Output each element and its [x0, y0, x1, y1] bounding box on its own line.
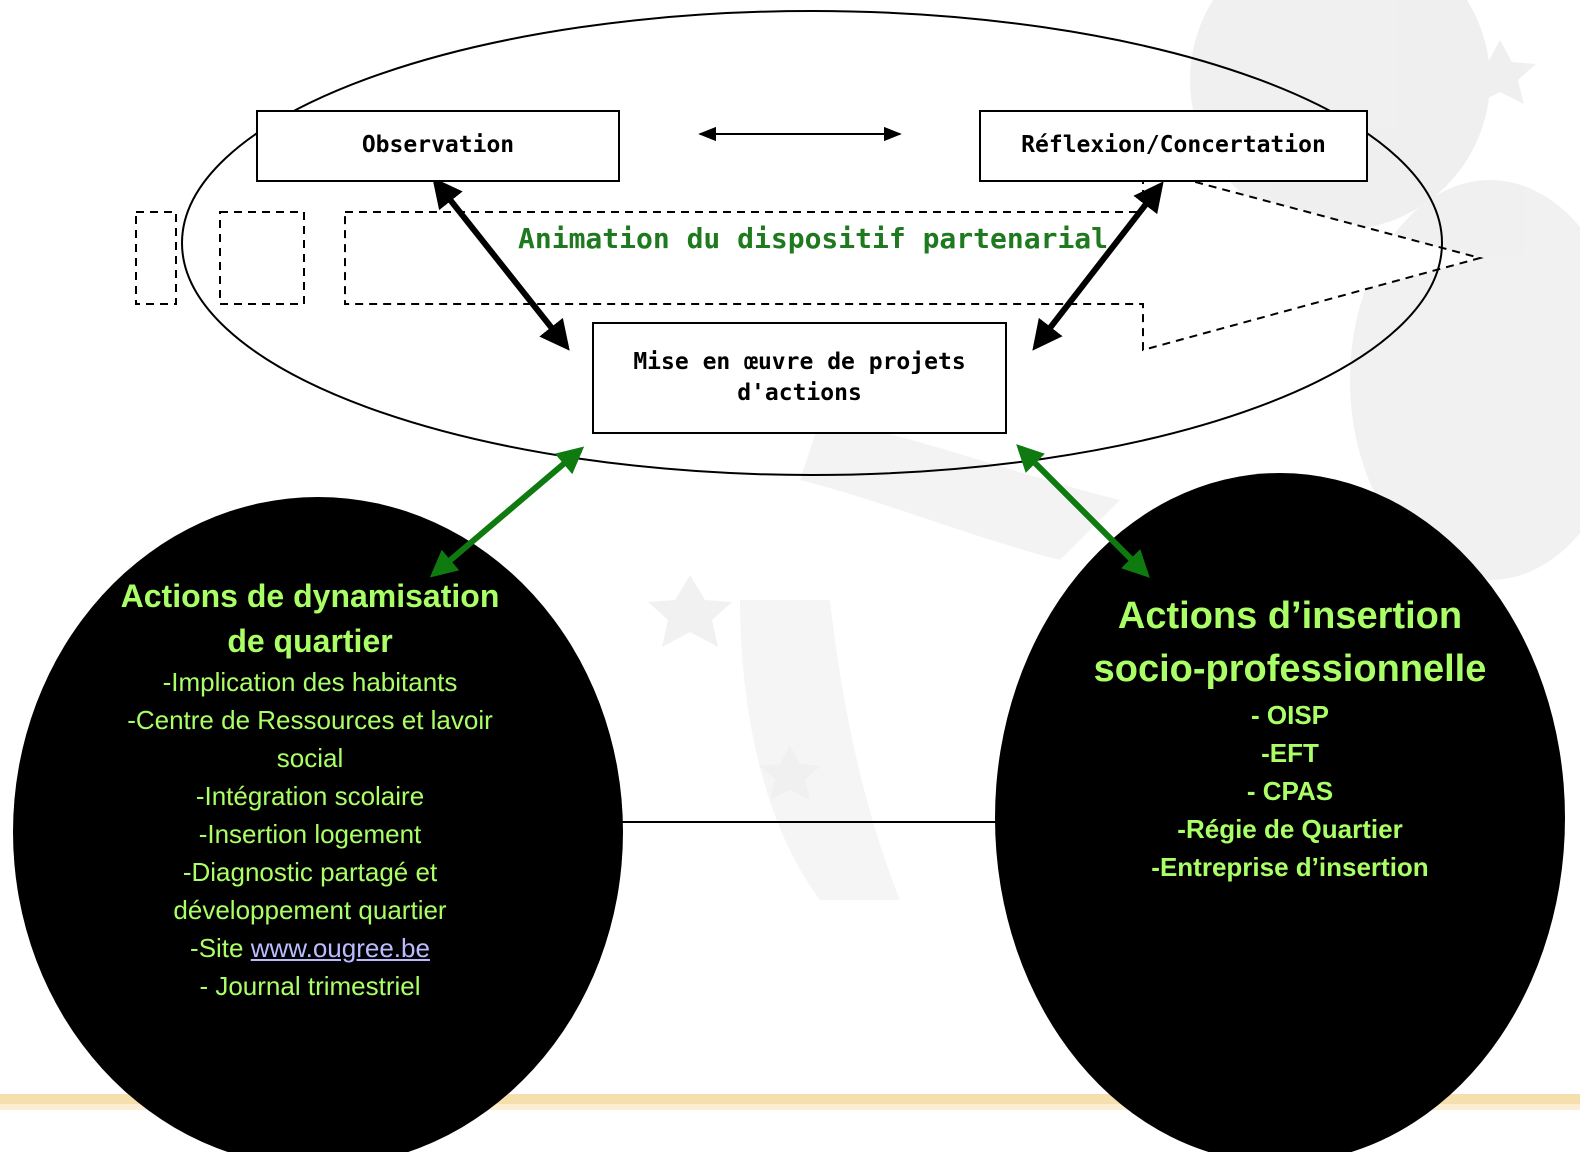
animation-title: Animation du dispositif partenarial	[518, 222, 1109, 255]
mise-en-oeuvre-box: Mise en œuvre de projets d'actions	[592, 322, 1007, 434]
site-prefix: -Site	[190, 933, 251, 963]
arrow-observation-mise	[432, 177, 570, 351]
left-circle-text: Actions de dynamisation de quartier -Imp…	[110, 574, 510, 1005]
observation-label: Observation	[361, 132, 515, 159]
left-black-circle	[13, 497, 623, 1152]
green-arrow-right	[1016, 444, 1150, 578]
left-item: -Centre de Ressources et lavoir social	[127, 705, 493, 773]
dashed-flow-arrow	[135, 166, 1484, 352]
left-item: -Diagnostic partagé et développement qua…	[173, 857, 447, 925]
right-circle-title: Actions d’insertion socio-professionnell…	[1093, 595, 1487, 690]
site-line: -Site www.ougree.be	[110, 929, 510, 967]
bottom-gold-band	[0, 1094, 1580, 1104]
right-item: -EFT	[1261, 738, 1319, 768]
reflexion-label: Réflexion/Concertation	[1021, 132, 1326, 159]
reflexion-box: Réflexion/Concertation	[979, 110, 1368, 182]
right-item: -Régie de Quartier	[1177, 814, 1403, 844]
mise-en-oeuvre-label: Mise en œuvre de projets d'actions	[633, 348, 966, 406]
left-circle-title: Actions de dynamisation de quartier	[120, 578, 500, 659]
green-arrow-left	[429, 446, 585, 578]
right-circle-text: Actions d’insertion socio-professionnell…	[1060, 590, 1520, 886]
observation-box: Observation	[256, 110, 620, 182]
right-black-circle	[995, 473, 1565, 1152]
left-item: -Implication des habitants	[162, 667, 458, 697]
right-item: - OISP	[1250, 700, 1329, 730]
arrow-reflexion-mise	[1032, 181, 1164, 351]
right-item: - CPAS	[1246, 776, 1334, 806]
left-item: - Journal trimestriel	[199, 971, 421, 1001]
partnership-ellipse	[181, 10, 1443, 476]
left-item: -Intégration scolaire	[195, 781, 425, 811]
right-item: -Entreprise d’insertion	[1151, 852, 1429, 882]
site-link[interactable]: www.ougree.be	[250, 933, 430, 963]
left-item: -Insertion logement	[198, 819, 422, 849]
